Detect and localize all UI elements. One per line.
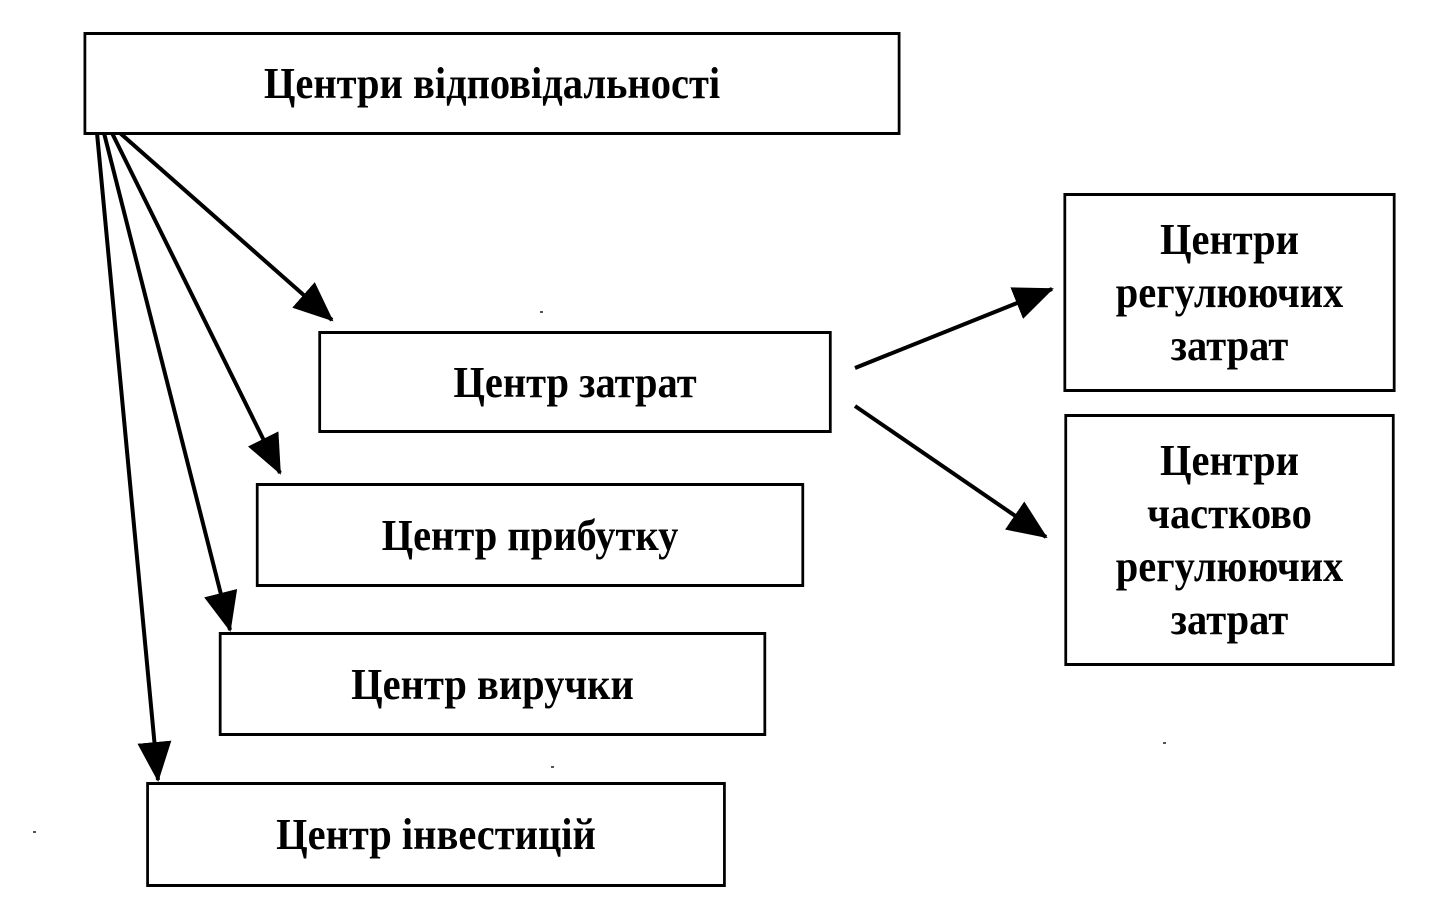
regulated-costs-box: Центри регулюючих затрат — [1063, 193, 1396, 392]
profit-center-label: Центр прибутку — [381, 510, 679, 560]
scan-speck — [540, 311, 543, 313]
scan-speck — [1163, 742, 1166, 744]
partially-regulated-costs-line-1: Центри — [1159, 436, 1299, 485]
profit-center-box: Центр прибутку — [255, 483, 805, 587]
cost-center-box: Центр затрат — [318, 331, 832, 433]
partially-regulated-costs-text: Центри частково регулюючих затрат — [1116, 434, 1344, 646]
arrow-root-to-profit — [110, 132, 282, 475]
regulated-costs-line-3: затрат — [1170, 321, 1289, 370]
partially-regulated-costs-line-4: затрат — [1170, 595, 1289, 644]
partially-regulated-costs-box: Центри частково регулюючих затрат — [1064, 414, 1395, 666]
investment-center-box: Центр інвестицій — [146, 782, 726, 887]
regulated-costs-line-2: регулюючих — [1115, 268, 1344, 317]
root-node-box: Центри відповідальності — [83, 32, 901, 135]
revenue-center-label: Центр виручки — [351, 659, 634, 709]
scan-speck — [33, 831, 36, 833]
partially-regulated-costs-line-3: регулюючих — [1115, 542, 1344, 591]
regulated-costs-line-1: Центри — [1159, 215, 1299, 264]
arrow-costs-to-regulated — [854, 287, 1054, 370]
arrow-root-to-investment — [95, 132, 172, 782]
revenue-center-box: Центр виручки — [218, 632, 767, 736]
arrow-root-to-revenue — [102, 132, 238, 632]
partially-regulated-costs-line-2: частково — [1147, 489, 1312, 538]
investment-center-label: Центр інвестицій — [276, 810, 596, 859]
arrow-root-to-costs — [118, 131, 334, 322]
regulated-costs-text: Центри регулюючих затрат — [1116, 213, 1344, 372]
cost-center-label: Центр затрат — [453, 357, 697, 407]
arrow-costs-to-partially-regulated — [853, 404, 1048, 539]
scan-speck — [551, 766, 554, 768]
root-node-label: Центри відповідальності — [263, 59, 721, 108]
